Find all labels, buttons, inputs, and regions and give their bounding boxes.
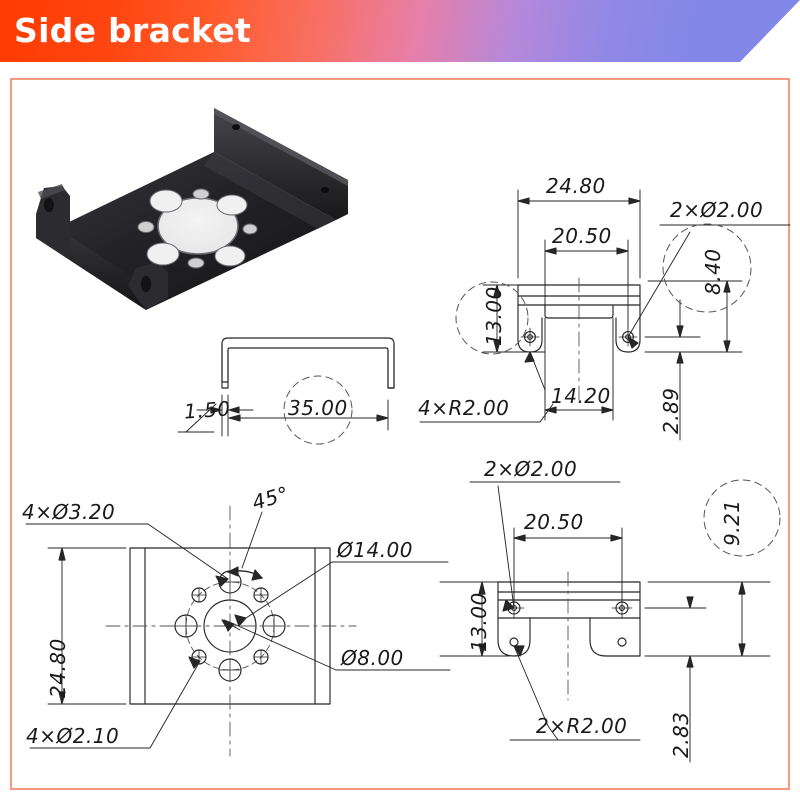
dim-label-4x-dia-2-10: 4×Ø2.10 (26, 724, 120, 748)
page-title: Side bracket (14, 11, 252, 50)
dim-label-14-20: 14.20 (551, 384, 611, 408)
dim-label-2x-r2-00: 2×R2.00 (536, 714, 628, 738)
dim-label-4x-dia-3-20: 4×Ø3.20 (22, 500, 116, 524)
dim-label-13-00-bot: 13.00 (467, 592, 491, 652)
header-banner: Side bracket (0, 0, 800, 62)
dim-label-2-89: 2.89 (659, 387, 683, 434)
photo-center-bore (158, 198, 238, 254)
dim-label-13-00-top: 13.00 (482, 286, 506, 346)
dim-label-9-21: 9.21 (720, 499, 744, 546)
dim-label-4x-r2-00: 4×R2.00 (418, 396, 510, 420)
dim-label-20-50-bot: 20.50 (524, 510, 584, 534)
dim-label-1-50: 1.50 (183, 396, 232, 424)
dim-label-35-00: 35.00 (288, 396, 348, 420)
dim-label-2x-dia-2-00-top: 2×Ø2.00 (670, 198, 764, 222)
dim-label-24-80-plan: 24.80 (46, 638, 70, 698)
banner-gradient (0, 0, 800, 62)
dim-label-dia-8-00: Ø8.00 (341, 646, 404, 670)
photo-bolt-holes (146, 189, 248, 267)
dim-label-20-50-top: 20.50 (552, 224, 612, 248)
photo-far-wall (214, 108, 348, 220)
dim-label-2x-dia-2-00-bot: 2×Ø2.00 (484, 457, 578, 481)
product-photo (18, 96, 360, 332)
dim-label-dia-14-00: Ø14.00 (337, 538, 413, 562)
dim-label-8-40: 8.40 (701, 248, 725, 295)
dim-label-24-80-top: 24.80 (546, 174, 606, 198)
dim-label-2-83: 2.83 (669, 711, 693, 758)
